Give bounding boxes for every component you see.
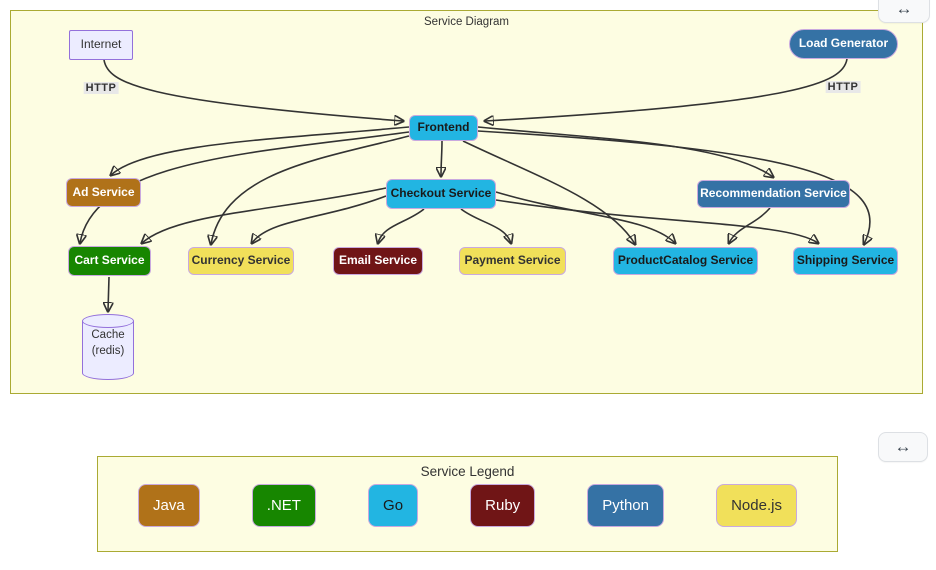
legend-chip-python: Python [587, 484, 664, 527]
edge-checkout-productcatalog [495, 191, 675, 243]
edge-cartservice-cache [108, 276, 109, 311]
edge-checkout-shipping [495, 199, 818, 243]
node-productcatalog-service: ProductCatalog Service [613, 247, 758, 275]
edge-frontend-adservice [111, 126, 410, 175]
legend-chip-nodejs: Node.js [716, 484, 797, 527]
node-email-service: Email Service [333, 247, 423, 275]
node-checkout-service: Checkout Service [386, 179, 496, 209]
edge-label-http-2: HTTP [825, 81, 861, 93]
node-load-generator: Load Generator [789, 29, 898, 59]
legend-chip-ruby: Ruby [470, 484, 536, 527]
edge-recommendation-productcatalog [729, 207, 771, 243]
node-recommendation-service: Recommendation Service [697, 180, 850, 208]
edge-checkout-currencyservice [252, 195, 387, 243]
node-shipping-service: Shipping Service [793, 247, 898, 275]
edge-frontend-productcatalog [462, 140, 635, 244]
node-cache-redis: Cache(redis) [82, 314, 134, 380]
edge-checkout-paymentservice [460, 208, 511, 243]
edge-checkout-cartservice [142, 187, 387, 243]
diagram-title: Service Diagram [424, 16, 509, 28]
node-payment-service: Payment Service [459, 247, 566, 275]
legend-chip-go: Go [368, 484, 419, 527]
edge-frontend-checkout [441, 140, 442, 176]
expand-diagram-button[interactable]: ↔ [878, 0, 930, 23]
resize-horizontal-icon: ↔ [895, 0, 913, 18]
edge-checkout-emailservice [378, 208, 425, 243]
diagram-edges [11, 58, 924, 395]
node-cart-service: Cart Service [68, 246, 151, 276]
node-internet: Internet [69, 30, 133, 60]
edge-label-http-1: HTTP [83, 82, 119, 94]
service-legend-panel: Service Legend Java .NET Go Ruby Python Node.… [97, 456, 838, 552]
expand-legend-button[interactable]: ↔ [878, 432, 928, 462]
legend-chip-java: Java [138, 484, 200, 527]
resize-horizontal-icon: ↔ [894, 437, 912, 456]
legend-title: Service Legend [420, 464, 515, 479]
node-ad-service: Ad Service [66, 178, 141, 207]
legend-chip-net: .NET [251, 484, 316, 527]
legend-items: Java .NET Go Ruby Python Node.js [98, 484, 837, 527]
edge-loadgenerator-frontend [485, 58, 848, 121]
edge-internet-frontend [103, 59, 403, 121]
edge-frontend-cartservice [80, 131, 410, 243]
node-currency-service: Currency Service [188, 247, 294, 275]
node-frontend: Frontend [409, 115, 478, 141]
edge-frontend-currencyservice [211, 135, 410, 244]
edge-frontend-shipping [477, 130, 870, 244]
